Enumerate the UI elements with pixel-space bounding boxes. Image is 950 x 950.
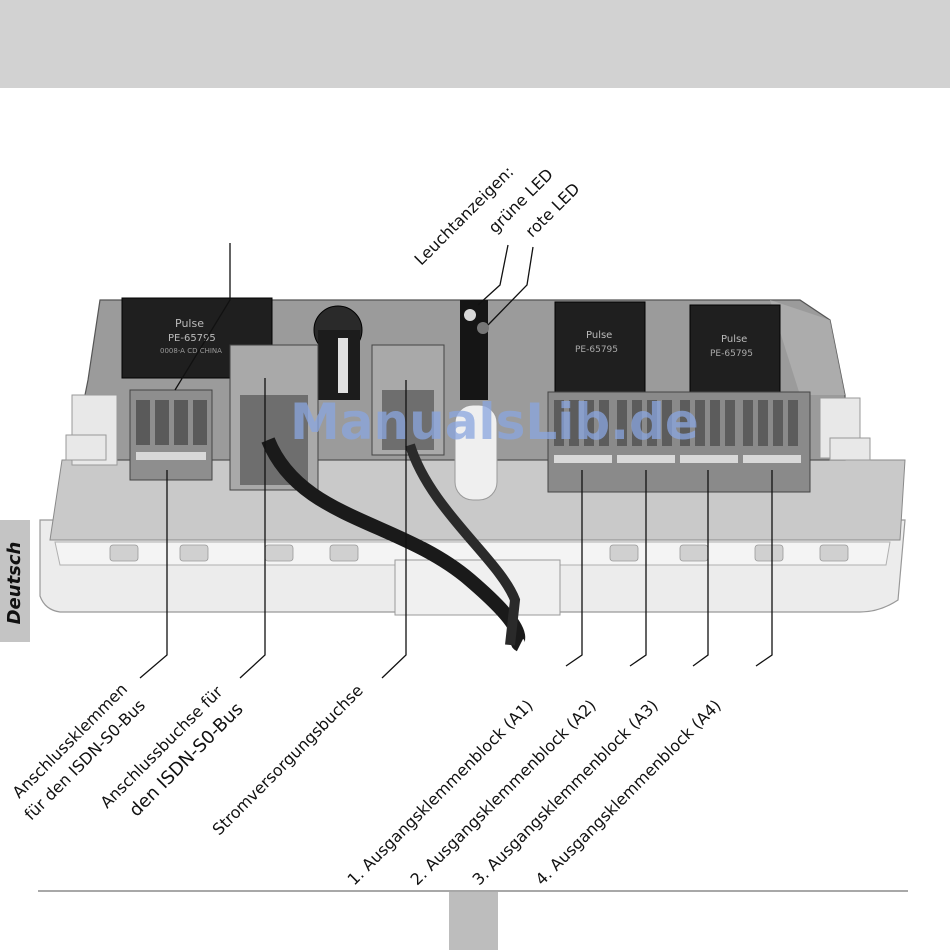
- header-bar: [0, 0, 950, 88]
- watermark: ManualsLib.de: [290, 393, 699, 451]
- chip-model-text: PE-65795: [168, 333, 216, 344]
- chip-right-model-text: PE-65795: [710, 349, 753, 359]
- power-cable: [405, 443, 521, 646]
- chip-brand-text: Pulse: [175, 317, 204, 330]
- side-tab: [0, 520, 30, 642]
- red-led: [477, 322, 489, 334]
- footer-rule: [38, 890, 908, 892]
- cylinder: [454, 404, 498, 501]
- chip-mid-model-text: PE-65795: [575, 345, 618, 355]
- chip-mid-brand-text: Pulse: [586, 330, 612, 341]
- chip-line-text: 0008-A CD CHINA: [160, 347, 222, 355]
- isdn-cable: [261, 437, 526, 652]
- side-tab-label: Deutsch: [4, 541, 25, 625]
- footer-tab: [449, 892, 498, 950]
- leader-lines: [139, 243, 773, 679]
- transformer-mid: [554, 301, 646, 393]
- green-led: [464, 309, 476, 321]
- transformer-right: [689, 304, 781, 396]
- chip-right-brand-text: Pulse: [721, 334, 747, 345]
